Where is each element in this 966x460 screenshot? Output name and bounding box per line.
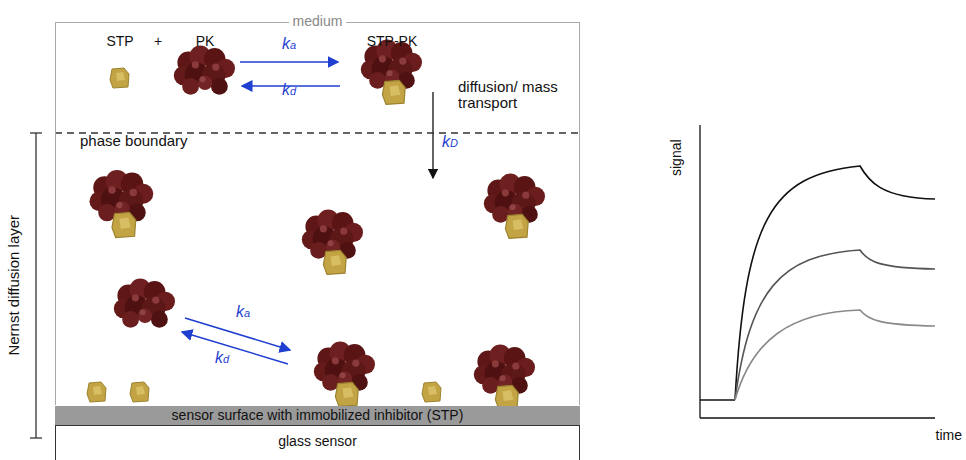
molecule-label: STP [106,34,133,49]
rate-constant: kd [282,81,296,99]
sensor-surface-band: sensor surface with immobilized inhibito… [55,406,580,426]
node-label: medium [289,14,347,29]
molecule-label: STP-PK [367,34,418,49]
rate-constant: ka [282,35,296,53]
molecule-label: PK [196,34,215,49]
layer-label: Nernst diffusion layer [6,212,23,359]
node-label: sensor surface with immobilized inhibito… [172,408,464,423]
plus-sign: + [154,34,162,49]
boundary-label: phase boundary [80,133,188,150]
rate-constant: ka [236,303,250,321]
glass-sensor-box: glass sensor [55,425,580,460]
axis-label: time [936,428,962,443]
axis-label: signal [668,140,683,177]
rate-constant: kD [442,133,458,151]
node-label: glass sensor [278,434,357,449]
process-label: diffusion/ mass transport [458,79,563,112]
rate-constant: kd [215,349,229,367]
